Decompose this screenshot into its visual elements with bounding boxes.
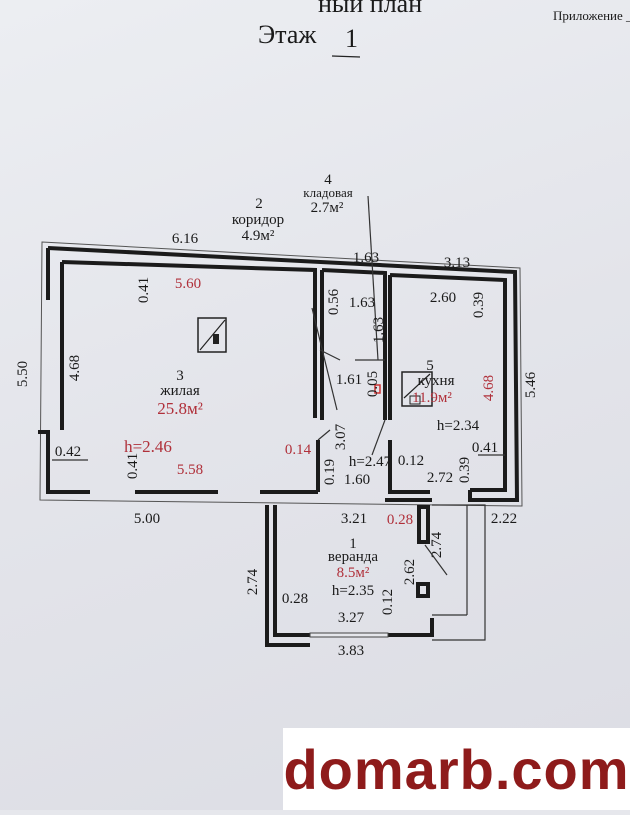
- dim-top-mid: 1.63: [353, 250, 379, 266]
- dim-room3-depth: 4.68: [67, 355, 83, 381]
- floor-label: Этаж: [258, 20, 317, 49]
- room-1-area: 8.5м²: [337, 565, 370, 581]
- room-5-name: кухня: [417, 373, 454, 389]
- dim-veranda-inner-depth: 2.62: [402, 559, 418, 585]
- dim-veranda-sill: 0.12: [380, 589, 396, 615]
- room-4-name: кладовая: [303, 185, 352, 200]
- room-1-height: h=2.35: [332, 583, 374, 599]
- dim-room3-width-bottom: 5.58: [177, 462, 203, 478]
- dim-kitchen-bottom-wall: 0.39: [457, 457, 473, 483]
- room-5-height: h=2.34: [437, 418, 480, 434]
- dim-storage-width: 1.63: [349, 295, 375, 311]
- dim-veranda-width-top: 3.21: [341, 511, 367, 527]
- walls: [38, 195, 523, 647]
- dim-corridor-sill: 0.12: [398, 453, 424, 469]
- room-4-number: 4: [324, 172, 332, 188]
- dim-corridor-length: 3.07: [333, 423, 349, 450]
- dim-kitchen-width-top: 2.60: [430, 290, 456, 306]
- floor-number: 1: [345, 24, 358, 53]
- room-4-area: 2.7м²: [311, 200, 344, 216]
- dim-porch-length: 2.74: [429, 531, 445, 558]
- dim-kitchen-right-wall: 0.41: [472, 440, 498, 456]
- room-3-number: 3: [176, 368, 184, 384]
- dim-room3-top-wall: 0.41: [136, 277, 152, 303]
- dim-veranda-width-inner: 3.27: [338, 610, 365, 626]
- room-2-area: 4.9м²: [242, 228, 275, 244]
- room-1-number: 1: [349, 536, 357, 552]
- watermark-logo: domarb.com: [283, 728, 630, 810]
- room-2-height: h=2.47: [349, 454, 392, 470]
- dim-kitchen-width-bottom: 2.72: [427, 470, 453, 486]
- room-5-area: 11.9м²: [412, 390, 452, 406]
- room-1-name: веранда: [328, 549, 378, 565]
- dim-kitchen-depth: 4.68: [481, 375, 497, 401]
- room-3-name: жилая: [159, 383, 200, 399]
- dim-kitchen-top-wall: 0.39: [471, 292, 487, 318]
- dim-room3-width-top: 5.60: [175, 276, 201, 292]
- room-2-number: 2: [255, 196, 263, 212]
- dim-veranda-wall: 0.28: [387, 512, 413, 528]
- dim-corridor-width: 1.61: [336, 372, 362, 388]
- dim-veranda-outer-depth: 2.74: [245, 568, 261, 595]
- dim-corridor-wall-b: 0.19: [322, 459, 338, 485]
- dim-top-left: 6.16: [172, 231, 199, 247]
- plan-title-fragment: ный план: [318, 0, 422, 18]
- dim-porch-width: 2.22: [491, 511, 517, 527]
- dimension-labels: 6.16 1.63 3.13 5.60 1.63 2.60 1.61 0.41 …: [15, 231, 539, 659]
- dim-outer-right: 5.46: [523, 371, 539, 398]
- dim-top-right: 3.13: [444, 255, 470, 271]
- dim-outer-left: 5.50: [15, 361, 31, 387]
- dim-corridor-gap: 0.05: [365, 371, 381, 397]
- dim-outer-bottom-left: 5.00: [134, 511, 160, 527]
- room-2-name: коридор: [232, 212, 284, 228]
- dim-corridor-wall: 0.14: [285, 442, 312, 458]
- room-3-height: h=2.46: [124, 437, 172, 456]
- room-5-number: 5: [426, 358, 434, 374]
- heating-stove-icon: [197, 317, 227, 353]
- dim-veranda-left-wall: 0.28: [282, 591, 308, 607]
- room-3-area: 25.8м²: [157, 399, 203, 418]
- floor-number-underline: [331, 55, 361, 58]
- dim-room3-bottom-wall: 0.41: [125, 453, 141, 479]
- dim-storage-depth: 1.63: [371, 317, 387, 343]
- appendix-label: Приложение _: [553, 8, 630, 23]
- watermark-text: domarb.com: [283, 737, 630, 801]
- kitchen-stove-icon: [401, 371, 433, 407]
- dim-veranda-width-outer: 3.83: [338, 643, 364, 659]
- dim-storage-wall: 0.56: [326, 288, 342, 315]
- dim-corridor-bottom: 1.60: [344, 472, 370, 488]
- dim-room3-left-wall: 0.42: [55, 444, 81, 460]
